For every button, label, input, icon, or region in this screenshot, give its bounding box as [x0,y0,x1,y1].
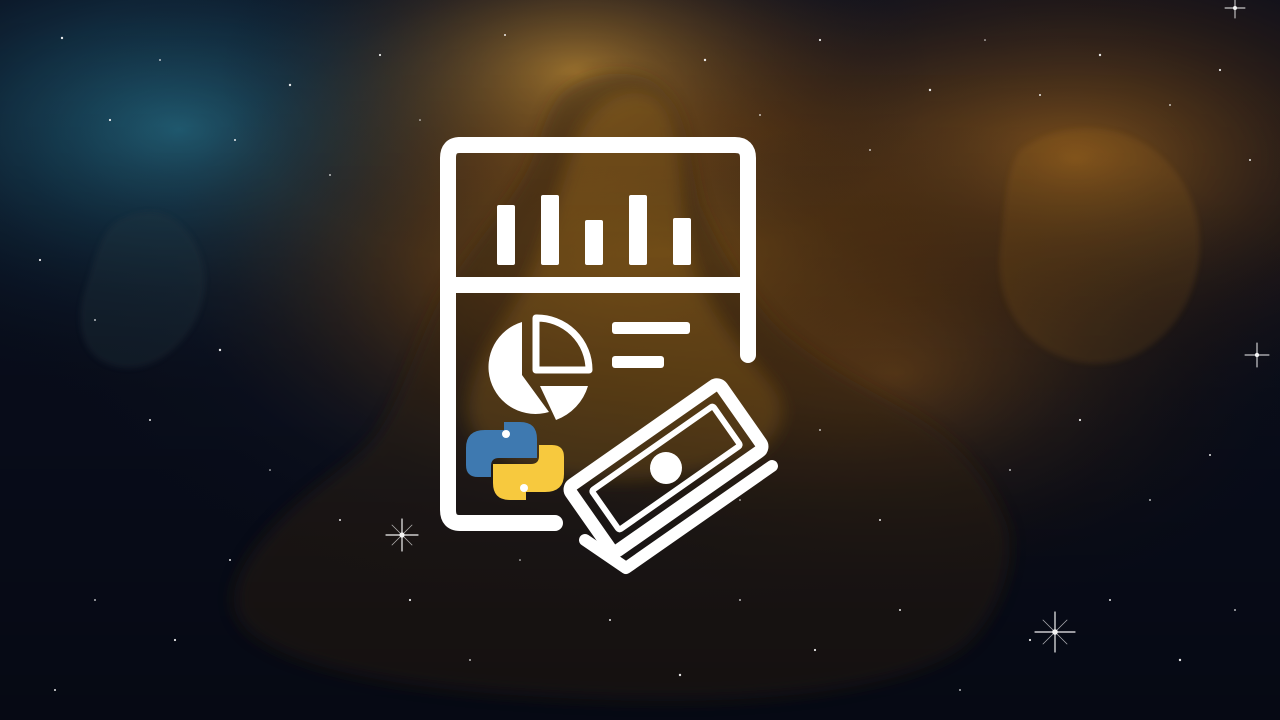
pie-chart-icon [488,314,593,420]
text-lines-icon [612,322,690,368]
python-logo-icon [466,422,564,500]
money-bill-icon [563,378,778,574]
bar-chart-icon [497,195,691,265]
document-icon [440,137,756,531]
